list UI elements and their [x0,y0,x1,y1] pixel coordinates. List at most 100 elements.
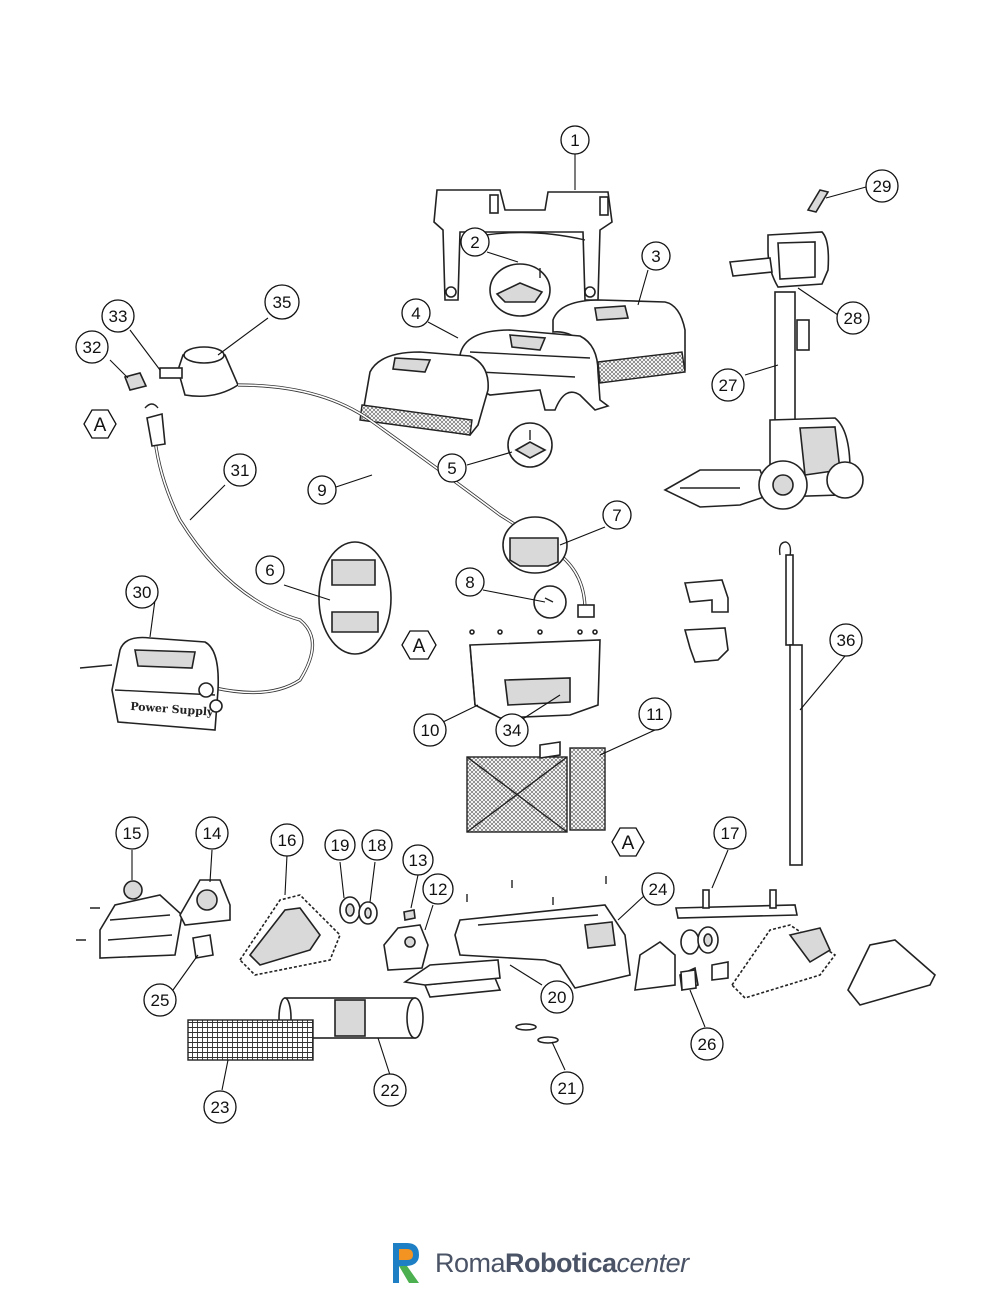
svg-text:A: A [413,636,426,657]
part-35-swivel [123,346,240,398]
svg-text:28: 28 [844,309,863,328]
part-36-pole [778,541,803,866]
svg-text:9: 9 [317,481,326,500]
callout-9: 9 [307,475,337,505]
callout-4: 4 [401,298,431,328]
svg-text:14: 14 [203,824,222,843]
svg-text:33: 33 [109,307,128,326]
part-2-clip-detail [489,263,551,317]
callout-15: 15 [115,816,149,850]
svg-text:26: 26 [698,1035,717,1054]
part-10-motor-unit [469,629,601,719]
callout-33: 33 [101,299,135,333]
part-4-top-cover [459,329,610,411]
svg-text:24: 24 [649,880,668,899]
svg-text:6: 6 [265,561,274,580]
callout-8: 8 [455,567,485,597]
svg-text:35: 35 [273,293,292,312]
part-3-right-cover [552,299,686,384]
callout-3: 3 [641,241,671,271]
brand-name-part2: Robotica [505,1247,617,1278]
part-16-track [238,894,341,976]
callout-36: 36 [829,623,863,657]
svg-text:A: A [622,833,635,854]
callout-27: 27 [711,368,745,402]
callout-5: 5 [437,453,467,483]
svg-text:23: 23 [211,1098,230,1117]
brand-logo-icon [393,1243,419,1283]
reference-marker-a-2: A [401,630,437,660]
svg-text:13: 13 [409,851,428,870]
part-19-wheel [339,896,361,924]
svg-text:34: 34 [503,721,522,740]
callout-23: 23 [203,1090,237,1124]
part-9-floating-cable [237,383,595,618]
callout-26: 26 [690,1027,724,1061]
screws [76,876,607,941]
svg-text:12: 12 [429,880,448,899]
callout-17: 17 [713,816,747,850]
svg-text:15: 15 [123,824,142,843]
brand-name-part1: Roma [435,1247,506,1278]
callout-22: 22 [373,1073,407,1107]
callout-13: 13 [402,844,434,876]
svg-text:27: 27 [719,376,738,395]
callout-32: 32 [75,330,109,364]
brand-logo: RomaRoboticacenter [385,1233,689,1293]
part-20-strip [402,959,502,998]
part-29-handle-grip [806,189,830,213]
svg-text:4: 4 [411,304,420,323]
callout-6: 6 [255,555,285,585]
svg-text:3: 3 [651,247,660,266]
callout-28: 28 [836,301,870,335]
svg-text:11: 11 [646,705,664,724]
svg-text:30: 30 [133,583,152,602]
callout-1: 1 [560,125,590,155]
part-7-cable-cover [502,516,568,574]
callout-30: 30 [125,575,159,609]
callout-16: 16 [270,823,304,857]
callout-34: 34 [495,713,529,747]
callout-14: 14 [195,816,229,850]
leader-lines [109,153,867,1091]
callout-35: 35 [264,284,300,320]
callout-20: 20 [540,980,574,1014]
callout-24: 24 [641,872,675,906]
svg-text:32: 32 [83,338,102,357]
svg-text:22: 22 [381,1081,400,1100]
svg-text:16: 16 [278,831,297,850]
part-5-small-clip [507,422,553,468]
svg-text:17: 17 [721,824,740,843]
callout-31: 31 [223,453,257,487]
brand-name-part3: center [616,1247,690,1278]
svg-text:2: 2 [470,233,479,252]
reference-marker-a-1: A [83,409,117,439]
right-side-plate [847,939,936,1006]
part-8-screw-detail [533,585,567,619]
part-6-clip-detail [318,541,392,655]
callout-2: 2 [460,227,490,257]
part-18-wheel [358,901,378,925]
svg-text:19: 19 [331,836,350,855]
part-15-side-plate [99,880,183,959]
callout-11: 11 [638,697,672,731]
part-31-power-cable [144,403,314,695]
callout-21: 21 [550,1071,584,1105]
svg-text:A: A [94,415,107,436]
left-side-cover [359,351,489,436]
svg-text:36: 36 [837,631,856,650]
part-11-filter-cartridges [466,741,606,833]
svg-text:29: 29 [873,177,892,196]
right-track [730,924,837,999]
power-supply-label: Power Supply [130,700,215,719]
reference-marker-a-3: A [611,827,645,857]
svg-text:25: 25 [151,991,170,1010]
part-21-discs [515,1023,559,1044]
svg-text:7: 7 [612,506,621,525]
svg-text:31: 31 [231,461,250,480]
callout-29: 29 [865,169,899,203]
svg-text:21: 21 [558,1079,577,1098]
part-25-block [192,934,214,959]
svg-text:18: 18 [368,836,387,855]
